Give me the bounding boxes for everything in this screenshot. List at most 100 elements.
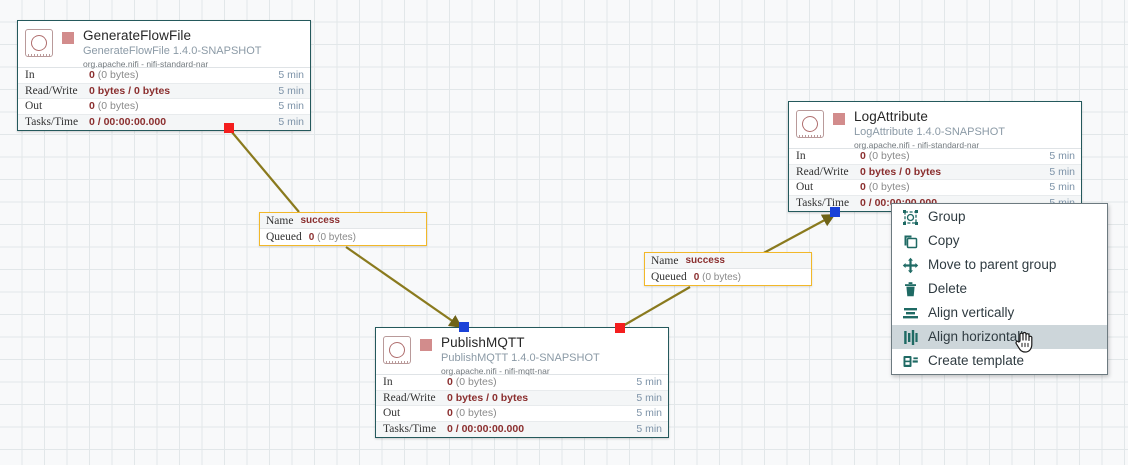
stat-time: 5 min: [278, 100, 304, 113]
menu-item-label: Group: [928, 209, 966, 225]
stat-label: Tasks/Time: [383, 423, 437, 436]
context-menu[interactable]: Group Copy Move to parent group: [891, 203, 1108, 375]
connection-queued-value: 0 (0 bytes): [308, 231, 357, 243]
stat-value: 0 (0 bytes): [860, 150, 910, 163]
run-status-indicator[interactable]: [833, 113, 845, 125]
stat-row: In 0 (0 bytes) 5 min: [376, 375, 668, 391]
connection-queued-key: Queued: [651, 271, 687, 283]
stat-row: Read/Write 0 bytes / 0 bytes 5 min: [789, 164, 1081, 180]
processor-name: LogAttribute: [854, 109, 928, 124]
processor-loop-icon: [25, 29, 53, 57]
processor-logattribute[interactable]: LogAttribute LogAttribute 1.4.0-SNAPSHOT…: [788, 101, 1082, 212]
stat-row: Tasks/Time 0 / 00:00:00.000 5 min: [376, 421, 668, 437]
copy-icon: [902, 233, 919, 250]
stat-row: Out 0 (0 bytes) 5 min: [789, 180, 1081, 196]
trash-icon: [902, 281, 919, 298]
stat-label: Tasks/Time: [796, 197, 850, 210]
connection-line-generateflowfile-publishmqtt-a[interactable]: [230, 130, 300, 213]
stat-time: 5 min: [636, 407, 662, 420]
connection-name-key: Name: [651, 254, 679, 267]
menu-item-label: Copy: [928, 233, 960, 249]
stat-label: In: [796, 150, 806, 163]
stat-row: In 0 (0 bytes) 5 min: [18, 68, 310, 84]
connection-queued-key: Queued: [266, 231, 302, 243]
stat-time: 5 min: [278, 84, 304, 97]
run-status-indicator[interactable]: [62, 32, 74, 44]
stat-row: In 0 (0 bytes) 5 min: [789, 149, 1081, 165]
processor-header: LogAttribute LogAttribute 1.4.0-SNAPSHOT…: [789, 102, 1081, 150]
connection-source-endpoint-generateflowfile[interactable]: [224, 123, 234, 133]
connection-queued-row: Queued 0 (0 bytes): [260, 229, 426, 245]
align-vertical-icon: [902, 305, 919, 322]
connection-name-value: success: [685, 255, 725, 266]
menu-item-create-template[interactable]: Create template: [892, 349, 1107, 373]
connection-destination-endpoint-publishmqtt[interactable]: [459, 322, 469, 332]
stat-time: 5 min: [1049, 181, 1075, 194]
processor-type: PublishMQTT 1.4.0-SNAPSHOT: [441, 351, 600, 364]
menu-item-label: Align horizontally: [928, 329, 1031, 345]
stat-value: 0 / 00:00:00.000: [447, 423, 525, 436]
stat-row: Tasks/Time 0 / 00:00:00.000 5 min: [18, 114, 310, 130]
stat-value: 0 (0 bytes): [89, 69, 139, 82]
connection-line-publishmqtt-logattribute-a[interactable]: [620, 286, 691, 328]
stat-value: 0 (0 bytes): [447, 376, 497, 389]
stat-row: Read/Write 0 bytes / 0 bytes 5 min: [376, 390, 668, 406]
stat-value: 0 bytes / 0 bytes: [89, 84, 171, 97]
connection-name-row: Name success: [645, 253, 811, 269]
processor-header: PublishMQTT PublishMQTT 1.4.0-SNAPSHOT o…: [376, 328, 668, 376]
stat-label: Out: [383, 407, 401, 420]
menu-item-move-to-parent-group[interactable]: Move to parent group: [892, 253, 1107, 277]
processor-bundle: org.apache.nifi - nifi-standard-nar: [854, 139, 980, 150]
create-template-icon: [902, 353, 919, 370]
processor-loop-icon: [383, 336, 411, 364]
stat-label: Out: [796, 181, 814, 194]
connection-destination-endpoint-logattribute[interactable]: [830, 207, 840, 217]
stat-value: 0 / 00:00:00.000: [89, 116, 167, 129]
processor-type: LogAttribute 1.4.0-SNAPSHOT: [854, 125, 1006, 138]
stat-time: 5 min: [278, 69, 304, 82]
stat-value: 0 bytes / 0 bytes: [860, 165, 942, 178]
connection-queued-value: 0 (0 bytes): [693, 271, 742, 283]
stat-label: Out: [25, 100, 43, 113]
stat-time: 5 min: [636, 423, 662, 436]
menu-item-delete[interactable]: Delete: [892, 277, 1107, 301]
stat-time: 5 min: [636, 376, 662, 389]
menu-item-align-horizontally[interactable]: Align horizontally: [892, 325, 1107, 349]
stat-label: In: [25, 69, 35, 82]
stat-label: In: [383, 376, 393, 389]
stat-time: 5 min: [278, 116, 304, 129]
processor-name: GenerateFlowFile: [83, 28, 192, 43]
stat-value: 0 (0 bytes): [447, 407, 497, 420]
processor-bundle: org.apache.nifi - nifi-standard-nar: [83, 58, 209, 69]
stat-row: Out 0 (0 bytes) 5 min: [376, 406, 668, 422]
connection-line-generateflowfile-publishmqtt-b[interactable]: [345, 246, 463, 329]
menu-item-label: Create template: [928, 353, 1025, 369]
processor-publishmqtt[interactable]: PublishMQTT PublishMQTT 1.4.0-SNAPSHOT o…: [375, 327, 669, 438]
processor-name: PublishMQTT: [441, 335, 525, 350]
connection-line-publishmqtt-logattribute-b[interactable]: [759, 214, 836, 256]
stat-row: Read/Write 0 bytes / 0 bytes 5 min: [18, 83, 310, 99]
align-horizontal-icon: [902, 329, 919, 346]
connection-label-generateflowfile-publishmqtt[interactable]: Name success Queued 0 (0 bytes): [259, 212, 427, 246]
processor-header: GenerateFlowFile GenerateFlowFile 1.4.0-…: [18, 21, 310, 69]
menu-item-label: Delete: [928, 281, 968, 297]
connection-queued-row: Queued 0 (0 bytes): [645, 269, 811, 285]
move-icon: [902, 257, 919, 274]
processor-loop-icon: [796, 110, 824, 138]
stat-time: 5 min: [1049, 150, 1075, 163]
stat-label: Read/Write: [25, 84, 78, 97]
menu-item-align-vertically[interactable]: Align vertically: [892, 301, 1107, 325]
run-status-indicator[interactable]: [420, 339, 432, 351]
stat-value: 0 (0 bytes): [860, 181, 910, 194]
connection-name-row: Name success: [260, 213, 426, 229]
connection-label-publishmqtt-logattribute[interactable]: Name success Queued 0 (0 bytes): [644, 252, 812, 286]
processor-stats: In 0 (0 bytes) 5 min Read/Write 0 bytes …: [18, 67, 310, 130]
processor-stats: In 0 (0 bytes) 5 min Read/Write 0 bytes …: [789, 148, 1081, 211]
menu-item-copy[interactable]: Copy: [892, 229, 1107, 253]
stat-value: 0 bytes / 0 bytes: [447, 391, 529, 404]
processor-generateflowfile[interactable]: GenerateFlowFile GenerateFlowFile 1.4.0-…: [17, 20, 311, 131]
menu-item-label: Align vertically: [928, 305, 1015, 321]
menu-item-group[interactable]: Group: [892, 205, 1107, 229]
connection-source-endpoint-publishmqtt[interactable]: [615, 323, 625, 333]
